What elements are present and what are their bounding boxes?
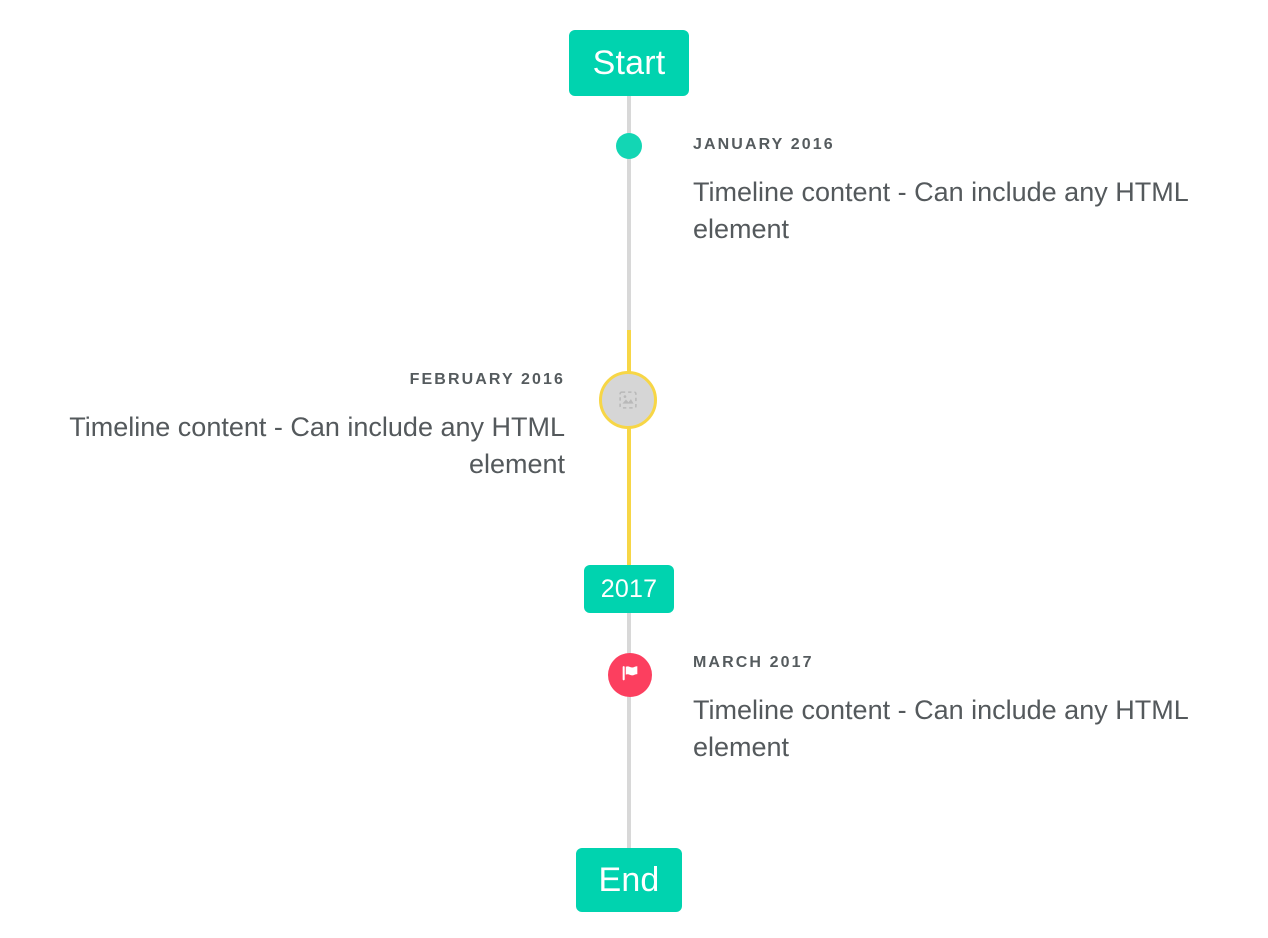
timeline-entry-body: Timeline content - Can include any HTML … [69, 412, 565, 480]
timeline-entry-body: Timeline content - Can include any HTML … [693, 695, 1188, 763]
timeline-entry-date: JANUARY 2016 [693, 136, 835, 153]
timeline-entry-date: FEBRUARY 2016 [409, 371, 565, 388]
timeline-line-segment-upper [627, 95, 631, 330]
timeline-entry-march: MARCH 2017 Timeline content - Can includ… [693, 653, 1223, 767]
timeline-entry-january: JANUARY 2016 Timeline content - Can incl… [693, 135, 1223, 249]
timeline-entry-date: MARCH 2017 [693, 654, 814, 671]
timeline-year-badge[interactable]: 2017 [584, 565, 674, 613]
broken-image-icon [619, 391, 637, 409]
timeline-marker-flag[interactable] [608, 653, 652, 697]
timeline-marker-dot[interactable] [616, 133, 642, 159]
timeline-line-segment-lower [627, 613, 631, 853]
timeline-entry-body: Timeline content - Can include any HTML … [693, 177, 1188, 245]
timeline-line-segment-active [627, 330, 631, 565]
timeline-start-badge[interactable]: Start [569, 30, 689, 96]
timeline-entry-february: FEBRUARY 2016 Timeline content - Can inc… [40, 370, 565, 484]
timeline-end-badge[interactable]: End [576, 848, 682, 912]
timeline-marker-image[interactable] [599, 371, 657, 429]
flag-icon [619, 662, 641, 689]
